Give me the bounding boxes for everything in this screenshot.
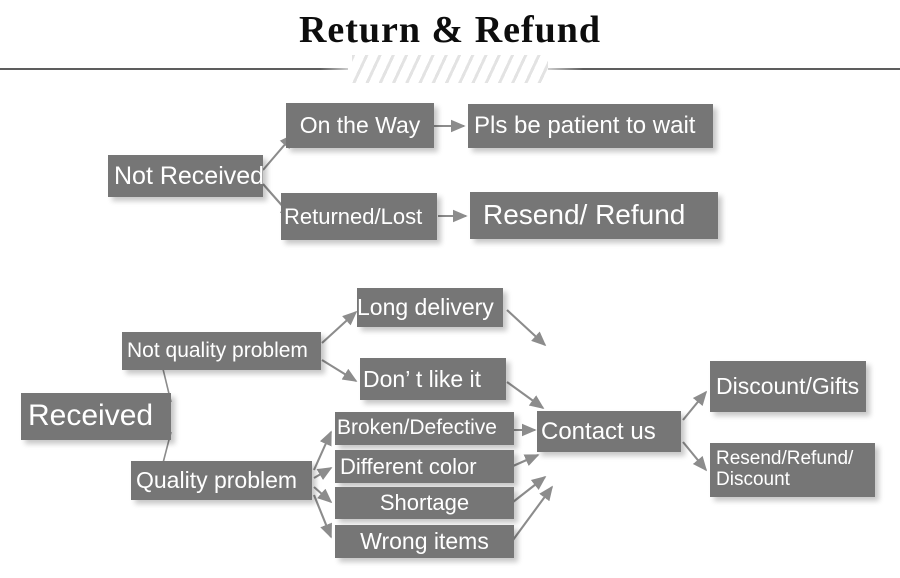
node-long-delivery[interactable]: Long delivery	[357, 288, 503, 327]
arrow-contact-resendrefunddiscount	[682, 441, 708, 472]
arrow-quality-color	[313, 467, 333, 481]
arrow-color-contact	[512, 454, 540, 467]
node-different-color[interactable]: Different color	[335, 450, 514, 483]
arrow-shortage-contact	[512, 475, 547, 503]
arrow-notquality-dontlike	[321, 359, 358, 382]
arrow-dontlike-contact	[506, 381, 545, 409]
hatched-divider-icon	[352, 55, 548, 83]
node-pls-be-patient-to-wait[interactable]: Pls be patient to wait	[468, 104, 713, 148]
node-not-received[interactable]: Not Received	[108, 155, 264, 197]
node-broken-defective[interactable]: Broken/Defective	[335, 412, 514, 445]
node-discount-gifts[interactable]: Discount/Gifts	[710, 361, 866, 412]
arrow-quality-shortage	[313, 486, 333, 504]
node-on-the-way[interactable]: On the Way	[286, 103, 434, 148]
node-wrong-items[interactable]: Wrong items	[335, 525, 514, 558]
arrow-longdelivery-contact	[506, 309, 547, 347]
divider-rule-right	[548, 68, 900, 70]
node-dont-like-it[interactable]: Don’ t like it	[360, 358, 506, 400]
node-quality-problem[interactable]: Quality problem	[131, 461, 312, 500]
page-title: Return & Refund	[298, 9, 602, 51]
node-shortage[interactable]: Shortage	[335, 487, 514, 519]
node-resend-refund[interactable]: Resend/ Refund	[470, 192, 718, 239]
node-not-quality-problem[interactable]: Not quality problem	[122, 332, 321, 370]
node-contact-us[interactable]: Contact us	[537, 411, 681, 452]
arrow-quality-wrongitems	[313, 494, 332, 539]
divider-rule-left	[0, 68, 348, 70]
node-resend-refund-discount-line1: Resend/Refund/	[716, 448, 854, 469]
node-resend-refund-discount-line2: Discount	[716, 469, 790, 491]
node-received[interactable]: Received	[21, 393, 171, 440]
node-returned-lost[interactable]: Returned/Lost	[281, 193, 437, 240]
arrow-notquality-longdelivery	[321, 310, 358, 344]
arrow-contact-discountgifts	[682, 390, 708, 421]
arrow-wrongitems-contact	[512, 485, 553, 541]
node-resend-refund-discount[interactable]: Resend/Refund/ Discount	[710, 443, 875, 497]
arrow-quality-broken	[313, 430, 332, 471]
